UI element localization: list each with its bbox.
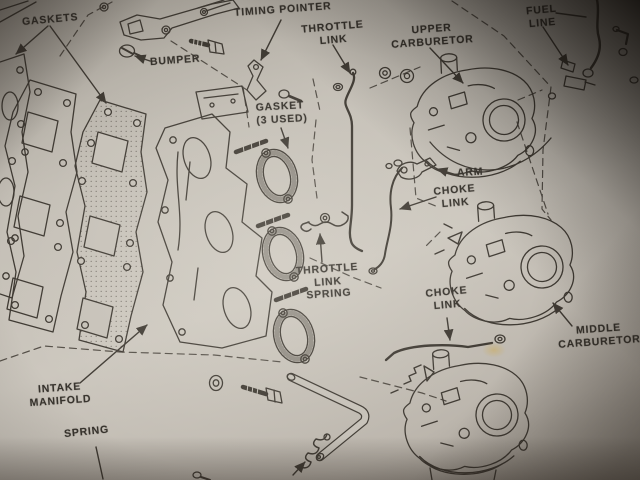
bumper-part bbox=[118, 44, 144, 58]
middle-carburetor-part bbox=[434, 195, 578, 344]
label-choke-link-upper: CHOKE LINK bbox=[433, 182, 476, 210]
lever-bracket-part bbox=[99, 0, 240, 41]
label-fuel-line: FUEL LINE bbox=[525, 2, 558, 30]
gasket-plate-1 bbox=[4, 79, 78, 333]
label-arm: ARM bbox=[456, 165, 484, 180]
fuel-elbow-tube-part bbox=[286, 372, 370, 462]
choke-link-wire bbox=[368, 159, 403, 275]
label-gasket-3-used: GASKET (3 USED) bbox=[255, 99, 308, 127]
gasket-plate-partial bbox=[0, 53, 31, 299]
throttle-link-rod bbox=[332, 68, 364, 253]
grommet-nuts bbox=[378, 66, 415, 84]
label-throttle-link-spring: THROTTLE LINK SPRING bbox=[295, 260, 359, 302]
arm-part bbox=[385, 157, 437, 180]
lower-carburetor-part bbox=[390, 343, 533, 480]
carburetor-gasket-1 bbox=[255, 148, 299, 204]
small-screw-part bbox=[192, 471, 211, 480]
washer-part bbox=[208, 374, 224, 392]
gasket-plate-2 bbox=[74, 99, 148, 353]
mounting-bolt-part bbox=[240, 383, 283, 404]
carburetor-gasket-3 bbox=[272, 308, 316, 364]
throttle-link-spring-part bbox=[300, 211, 349, 233]
timing-pointer-part bbox=[246, 59, 267, 101]
label-choke-link-lower: CHOKE LINK bbox=[425, 284, 468, 312]
